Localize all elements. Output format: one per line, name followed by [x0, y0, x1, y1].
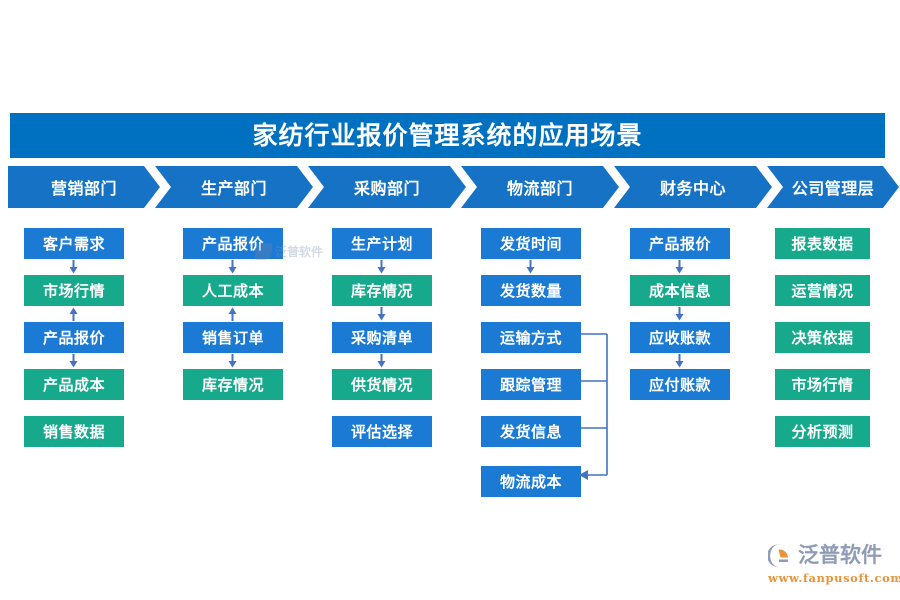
node-label: 生产计划	[350, 235, 413, 253]
node-label: 销售数据	[42, 423, 105, 441]
arrow-down	[674, 260, 685, 274]
node-label: 市场行情	[791, 376, 854, 394]
chevron-header-5[interactable]: 公司管理层	[767, 166, 899, 208]
arrow-down	[376, 354, 387, 368]
node-label: 发货数量	[499, 282, 562, 300]
node-label: 人工成本	[201, 282, 264, 300]
brand-name: 泛普软件	[798, 542, 882, 567]
node-box[interactable]: 产品报价	[24, 322, 124, 353]
chevron-label-1: 生产部门	[200, 179, 267, 198]
node-label: 运输方式	[499, 329, 562, 347]
node-label: 库存情况	[350, 282, 413, 300]
node-box[interactable]: 发货时间	[481, 228, 581, 259]
chevron-label-4: 财务中心	[659, 179, 726, 198]
node-box[interactable]: 采购清单	[332, 322, 432, 353]
node-box[interactable]: 销售数据	[24, 416, 124, 447]
page-title: 家纺行业报价管理系统的应用场景	[252, 121, 643, 150]
node-box[interactable]: 客户需求	[24, 228, 124, 259]
node-label: 报表数据	[791, 235, 854, 253]
fanpu-mark-icon	[767, 543, 794, 568]
node-box[interactable]: 生产计划	[332, 228, 432, 259]
node-box[interactable]: 决策依据	[775, 322, 870, 353]
node-box[interactable]: 物流成本	[481, 466, 581, 497]
node-label: 发货时间	[499, 235, 562, 253]
arrow-down	[376, 260, 387, 274]
node-box[interactable]: 报表数据	[775, 228, 870, 259]
node-box[interactable]: 市场行情	[24, 275, 124, 306]
chevron-label-5: 公司管理层	[791, 179, 875, 198]
node-label: 市场行情	[42, 282, 105, 300]
arrow-up	[227, 307, 238, 321]
node-box[interactable]: 运输方式	[481, 322, 581, 353]
chevron-header-0[interactable]: 营销部门	[8, 166, 160, 208]
chevron-header-4[interactable]: 财务中心	[614, 166, 772, 208]
node-label: 应收账款	[648, 329, 711, 347]
node-box[interactable]: 运营情况	[775, 275, 870, 306]
node-box[interactable]: 供货情况	[332, 369, 432, 400]
node-box[interactable]: 产品报价	[630, 228, 730, 259]
node-box[interactable]: 发货信息	[481, 416, 581, 447]
node-label: 决策依据	[791, 329, 854, 347]
node-label: 产品报价	[201, 235, 264, 253]
node-box[interactable]: 分析预测	[775, 416, 870, 447]
node-box[interactable]: 跟踪管理	[481, 369, 581, 400]
department-chevron-row: 营销部门 生产部门 采购部门 物流部门 财务中心 公司管理层	[0, 166, 900, 208]
brand-url: www.fanpusoft.com	[768, 571, 900, 585]
node-label: 产品成本	[42, 376, 105, 394]
node-label: 运营情况	[791, 282, 854, 300]
arrow-down	[674, 307, 685, 321]
node-box[interactable]: 应付账款	[630, 369, 730, 400]
chevron-label-3: 物流部门	[506, 179, 573, 198]
node-label: 分析预测	[791, 423, 854, 441]
arrow-down	[227, 260, 238, 274]
arrow-up	[68, 307, 79, 321]
arrow-down	[227, 354, 238, 368]
node-label: 物流成本	[499, 473, 562, 491]
node-label: 客户需求	[42, 235, 105, 253]
chevron-header-2[interactable]: 采购部门	[308, 166, 466, 208]
node-label: 应付账款	[648, 376, 711, 394]
node-box[interactable]: 市场行情	[775, 369, 870, 400]
node-box[interactable]: 应收账款	[630, 322, 730, 353]
node-box[interactable]: 库存情况	[332, 275, 432, 306]
node-box[interactable]: 产品成本	[24, 369, 124, 400]
arrow-down	[68, 260, 79, 274]
node-box[interactable]: 评估选择	[332, 416, 432, 447]
arrow-down	[376, 307, 387, 321]
node-label: 销售订单	[201, 329, 264, 347]
chevron-label-0: 营销部门	[50, 179, 117, 198]
node-label: 产品报价	[648, 235, 711, 253]
node-label: 成本信息	[648, 282, 711, 300]
node-label: 库存情况	[201, 376, 264, 394]
node-box[interactable]: 人工成本	[183, 275, 283, 306]
chevron-header-1[interactable]: 生产部门	[155, 166, 313, 208]
arrow-down	[674, 354, 685, 368]
node-label: 跟踪管理	[499, 376, 562, 394]
node-box[interactable]: 成本信息	[630, 275, 730, 306]
node-label: 采购清单	[350, 329, 413, 347]
node-box[interactable]: 产品报价	[183, 228, 283, 259]
chevron-label-2: 采购部门	[353, 179, 420, 198]
brand-logo: 泛普软件 www.fanpusoft.com	[767, 541, 900, 588]
node-label: 供货情况	[350, 376, 413, 394]
brand-logo-row: 泛普软件	[767, 541, 890, 569]
arrow-down	[68, 354, 79, 368]
logistics-bracket-connector	[560, 320, 622, 495]
diagram-title-bar: 家纺行业报价管理系统的应用场景	[10, 113, 885, 158]
node-label: 评估选择	[350, 423, 413, 441]
node-box[interactable]: 发货数量	[481, 275, 581, 306]
node-box[interactable]: 库存情况	[183, 369, 283, 400]
node-box[interactable]: 销售订单	[183, 322, 283, 353]
node-label: 产品报价	[42, 329, 105, 347]
node-label: 发货信息	[499, 423, 562, 441]
arrow-down	[525, 260, 536, 274]
chevron-header-3[interactable]: 物流部门	[461, 166, 619, 208]
